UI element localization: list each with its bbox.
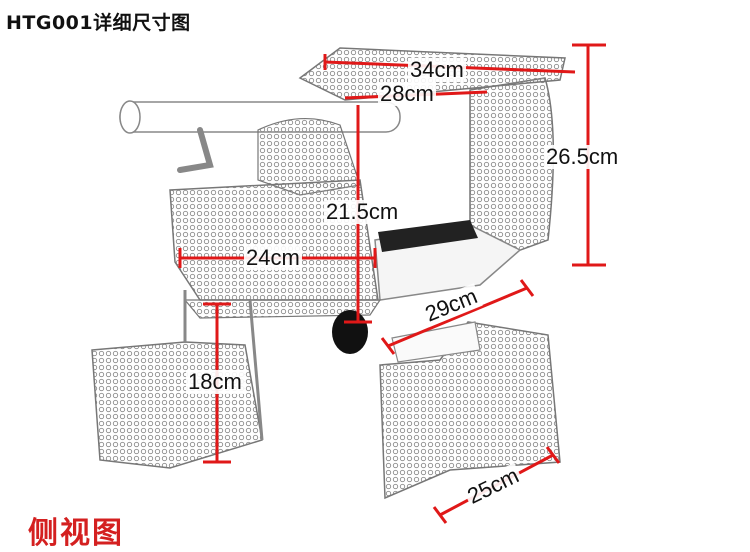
dim-top-inner-width: 28cm (378, 81, 436, 106)
seat-belt (378, 220, 478, 252)
dim-seat-height: 21.5cm (324, 199, 401, 224)
dim-back-height: 26.5cm (544, 144, 621, 169)
left-foot-basket (91, 341, 263, 469)
wheel (332, 310, 368, 354)
side-view-label: 侧视图 (28, 516, 124, 551)
dim-basket-width: 24cm (244, 245, 302, 270)
dim-foot-basket-height: 18cm (186, 369, 244, 394)
front-basket (169, 179, 379, 301)
dim-top-outer-width: 34cm (408, 57, 466, 82)
backrest-mesh (469, 77, 555, 253)
page-title: HTG001详细尺寸图 (6, 12, 191, 34)
